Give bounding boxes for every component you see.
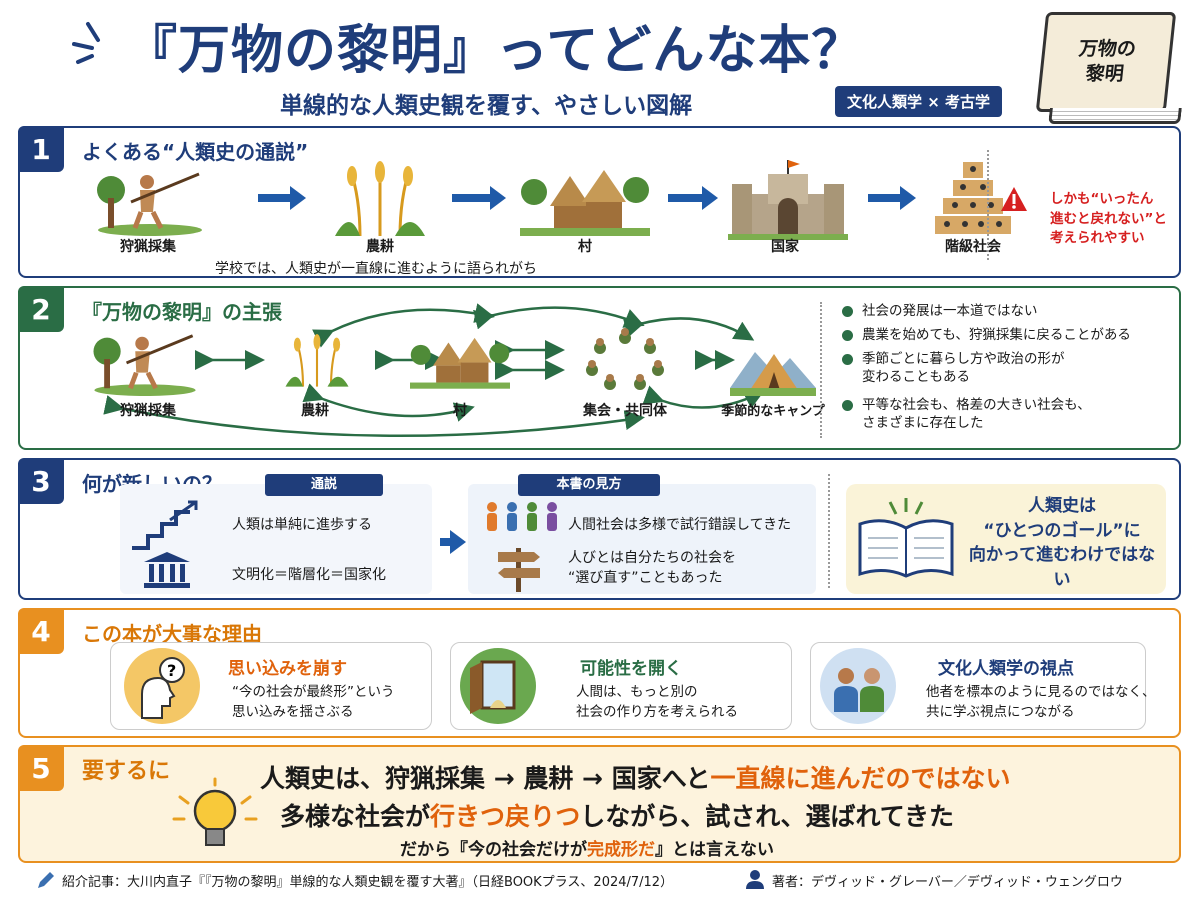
page-subtitle: 単線的な人類史観を覆す、やさしい図解: [280, 93, 693, 119]
hunter-icon: [97, 172, 202, 236]
castle-icon: [728, 160, 848, 240]
wheat-icon: [285, 334, 349, 387]
summary-text: 多様な社会が: [280, 802, 431, 831]
arrow-right-icon: [868, 186, 916, 210]
lightbulb-icon: [172, 777, 258, 846]
key-point-text: 人類史は “ひとつのゴール”に 向かって進むわけではない: [968, 496, 1156, 590]
section-common-view: 1 よくある“人類史の通説” 狩猟採集 農耕 村 国家 階級社会 学校では、人類…: [18, 126, 1181, 278]
stage-label: 村: [453, 403, 467, 419]
summary-text: しながら、試され、選ばれてきた: [580, 802, 955, 831]
section-title: 要するに: [82, 759, 171, 784]
summary-line-3: だから『今の社会だけが完成形だ』とは言えない: [400, 835, 774, 860]
open-book-icon: [858, 498, 954, 578]
section-number: 3: [18, 458, 64, 504]
arrow-right-icon: [452, 186, 506, 210]
summary-line-2: 多様な社会が行きつ戻りつしながら、試され、選ばれてきた: [280, 797, 954, 833]
summary-highlight: 行きつ戻りつ: [430, 802, 581, 831]
signpost-icon: [498, 548, 540, 592]
old-view-item: 文明化＝階層化＝国家化: [232, 567, 386, 583]
section-number: 5: [18, 745, 64, 791]
people-icon: [487, 502, 557, 531]
section-number: 4: [18, 608, 64, 654]
section-title: 『万物の黎明』の主張: [82, 300, 282, 324]
reason-body: “今の社会が最終形”という 思い込みを揺さぶる: [232, 684, 395, 721]
source-citation: 紹介記事：大川内直子『『万物の黎明』単線的な人類史観を覆す大著』（日経BOOKプ…: [62, 875, 674, 890]
bank-icon: [144, 552, 190, 588]
section-caption: 学校では、人類史が一直線に進むように語られがち: [215, 261, 537, 277]
section-book-claim: 2 『万物の黎明』の主張 狩猟採集 農耕 村 集会・: [18, 286, 1181, 450]
section-number: 2: [18, 286, 64, 332]
gathering-icon: [586, 328, 664, 390]
reason-title: 文化人類学の視点: [938, 659, 1074, 679]
stage-label: 村: [578, 239, 592, 255]
arrow-right-icon: [440, 530, 466, 554]
stairs-icon: [132, 500, 198, 550]
claim-bullet: 社会の発展は一本道ではない: [842, 303, 1038, 319]
person-icon: [746, 870, 764, 889]
open-door-icon: [460, 648, 536, 724]
summary-highlight: 一直線に進んだのではない: [710, 764, 1011, 793]
village-icon: [520, 170, 650, 236]
book-illustration: 万物の 黎明: [1035, 12, 1190, 130]
new-view-label: 本書の見方: [518, 474, 660, 496]
reason-title: 思い込みを崩す: [228, 659, 347, 679]
summary-text: だから『今の社会だけが: [400, 840, 587, 860]
new-view-item: 人間社会は多様で試行錯誤してきた: [568, 517, 792, 533]
section-why-important: 4 この本が大事な理由 ? 思い込みを崩す “今の社会が最終形”という 思い込み…: [18, 608, 1181, 738]
divider: [987, 150, 989, 260]
tent-icon: [730, 352, 816, 396]
claim-bullet: 農業を始めても、狩猟採集に戻ることがある: [842, 327, 1131, 343]
section-title: よくある“人類史の通説”: [82, 140, 309, 164]
stage-label: 集会・共同体: [583, 403, 667, 419]
new-view-item: 人びとは自分たちの社会を “選び直す”こともあった: [568, 550, 736, 587]
hunter-icon: [93, 334, 196, 396]
section-whats-new: 3 何が新しいの？ 通説 人類は単純に進歩する 文明化＝階層化＝国家化 本書の見…: [18, 458, 1181, 600]
warning-icon: [1001, 187, 1027, 211]
warning-text: しかも“いったん 進むと戻れない”と 考えられやすい: [1050, 191, 1167, 247]
divider: [828, 474, 830, 588]
claim-bullet: 季節ごとに暮らし方や政治の形が 変わることもある: [842, 351, 1065, 386]
section-number: 1: [18, 126, 64, 172]
old-view-label: 通説: [265, 474, 383, 496]
village-icon: [410, 337, 510, 389]
divider: [820, 302, 822, 438]
pen-icon: [38, 872, 54, 888]
stage-label: 狩猟採集: [120, 403, 176, 419]
arrow-right-icon: [258, 186, 306, 210]
reason-body: 人間は、もっと別の 社会の作り方を考えられる: [576, 684, 738, 721]
page-title: 『万物の黎明』ってどんな本？: [125, 21, 865, 81]
stage-label: 農耕: [301, 403, 329, 419]
book-pages: [1048, 108, 1182, 124]
stage-label: 階級社会: [945, 239, 1001, 255]
reason-body: 他者を標本のように見るのではなく、 共に学ぶ視点につながる: [926, 684, 1156, 721]
reason-title: 可能性を開く: [580, 659, 682, 679]
topic-tag: 文化人類学 × 考古学: [835, 86, 1003, 117]
book-cover-title: 万物の 黎明: [1035, 12, 1177, 112]
stage-label: 農耕: [366, 239, 394, 255]
thinking-head-icon: ?: [124, 648, 200, 724]
stage-label: 国家: [771, 239, 799, 255]
author-credit: 著者：デヴィッド・グレーバー／デヴィッド・ウェングロウ: [772, 875, 1123, 890]
old-view-item: 人類は単純に進歩する: [232, 517, 372, 533]
stage-label: 狩猟採集: [120, 239, 176, 255]
spark-icon: [72, 22, 100, 64]
section-summary: 5 要するに 人類史は、狩猟採集 → 農耕 → 国家へと一直線に進んだのではない…: [18, 745, 1181, 863]
claim-bullet: 平等な社会も、格差の大きい社会も、 さまざまに存在した: [842, 397, 1091, 432]
summary-text: 人類史は、狩猟採集 → 農耕 → 国家へと: [260, 764, 711, 793]
cycle-arrows: [103, 303, 765, 438]
wheat-icon: [335, 161, 425, 237]
arrow-right-icon: [668, 186, 718, 210]
svg-text:?: ?: [167, 661, 176, 680]
summary-highlight: 完成形だ: [587, 840, 655, 860]
summary-text: 』とは言えない: [655, 840, 774, 860]
summary-line-1: 人類史は、狩猟採集 → 農耕 → 国家へと一直線に進んだのではない: [260, 759, 1010, 795]
stage-label: 季節的なキャンプ: [721, 404, 825, 419]
dialogue-icon: [820, 648, 896, 724]
